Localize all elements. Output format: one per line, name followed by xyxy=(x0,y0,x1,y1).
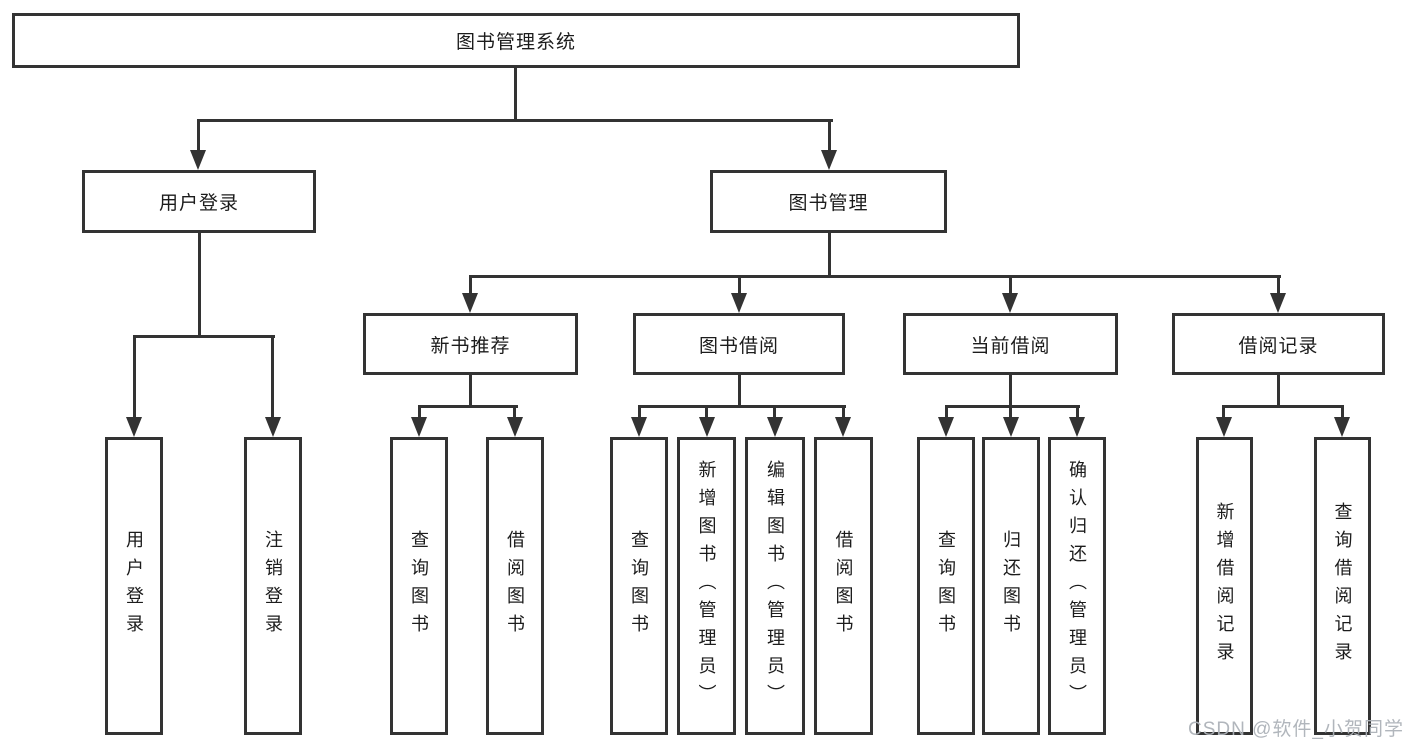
leaf-label: 注销登录 xyxy=(263,530,283,642)
leaf-label: 借阅图书 xyxy=(505,530,525,642)
arrowhead-down-icon xyxy=(411,417,427,437)
connector-line xyxy=(1222,405,1225,419)
arrowhead-down-icon xyxy=(507,417,523,437)
leaf-query-borrow-record: 查询借阅记录 xyxy=(1314,437,1371,735)
leaf-borrow-books-recommend: 借阅图书 xyxy=(486,437,544,735)
arrowhead-down-icon xyxy=(1069,417,1085,437)
connector-line xyxy=(513,405,516,419)
node-label: 图书借阅 xyxy=(698,335,779,357)
node-label: 图书管理系统 xyxy=(455,32,576,53)
connector-line xyxy=(828,119,831,153)
leaf-label: 归还图书 xyxy=(1001,530,1021,642)
node-label: 新书推荐 xyxy=(430,335,511,357)
connector-line xyxy=(1341,405,1344,419)
connector-line xyxy=(469,375,472,408)
connector-line xyxy=(198,232,201,338)
connector-line xyxy=(1009,375,1012,408)
leaf-logout: 注销登录 xyxy=(244,437,302,735)
connector-line xyxy=(1076,405,1079,419)
connector-line xyxy=(773,405,776,419)
arrowhead-down-icon xyxy=(265,417,281,437)
arrowhead-down-icon xyxy=(631,417,647,437)
arrowhead-down-icon xyxy=(126,417,142,437)
connector-line xyxy=(738,275,741,295)
node-label: 用户登录 xyxy=(158,193,239,214)
node-new-book-recommend: 新书推荐 xyxy=(363,313,578,375)
connector-line xyxy=(1222,405,1344,408)
node-user-login: 用户登录 xyxy=(82,170,316,233)
arrowhead-down-icon xyxy=(1270,293,1286,313)
node-label: 图书管理 xyxy=(788,193,869,214)
leaf-label: 查询图书 xyxy=(409,530,429,642)
arrowhead-down-icon xyxy=(938,417,954,437)
connector-line xyxy=(638,405,641,419)
leaf-return-book: 归还图书 xyxy=(982,437,1040,735)
leaf-user-login: 用户登录 xyxy=(105,437,163,735)
leaf-label: 查询图书 xyxy=(936,530,956,642)
arrowhead-down-icon xyxy=(1334,417,1350,437)
node-library-management-system: 图书管理系统 xyxy=(12,13,1020,68)
connector-line xyxy=(1009,405,1012,419)
node-book-management: 图书管理 xyxy=(710,170,947,233)
connector-line xyxy=(197,119,200,153)
leaf-query-books-current: 查询图书 xyxy=(917,437,975,735)
connector-line xyxy=(738,375,741,408)
node-label: 当前借阅 xyxy=(970,335,1051,357)
arrowhead-down-icon xyxy=(462,293,478,313)
watermark: CSDN @软件_小贺同学 xyxy=(1188,719,1404,740)
leaf-label: 查询借阅记录 xyxy=(1332,502,1353,670)
leaf-label: 确认归还（管理员） xyxy=(1067,460,1087,712)
connector-line xyxy=(945,405,1080,408)
connector-line xyxy=(133,335,136,419)
leaf-label: 查询图书 xyxy=(629,530,649,642)
leaf-label: 新增借阅记录 xyxy=(1214,502,1235,670)
connector-line xyxy=(1277,275,1280,295)
connector-line xyxy=(638,405,846,408)
leaf-label: 编辑图书（管理员） xyxy=(765,460,785,712)
leaf-label: 借阅图书 xyxy=(833,530,854,642)
arrowhead-down-icon xyxy=(190,150,206,170)
arrowhead-down-icon xyxy=(1003,417,1019,437)
connector-line xyxy=(197,119,833,122)
connector-line xyxy=(1277,375,1280,408)
arrowhead-down-icon xyxy=(821,150,837,170)
connector-line xyxy=(705,405,708,419)
arrowhead-down-icon xyxy=(767,417,783,437)
leaf-query-books-borrowing: 查询图书 xyxy=(610,437,668,735)
connector-line xyxy=(469,275,1281,278)
node-label: 借阅记录 xyxy=(1238,335,1319,357)
connector-line xyxy=(1009,275,1012,295)
arrowhead-down-icon xyxy=(1216,417,1232,437)
leaf-add-borrow-record: 新增借阅记录 xyxy=(1196,437,1253,735)
arrowhead-down-icon xyxy=(699,417,715,437)
connector-line xyxy=(469,275,472,295)
leaf-label: 用户登录 xyxy=(124,530,144,642)
node-book-borrowing: 图书借阅 xyxy=(633,313,845,375)
leaf-edit-book-admin: 编辑图书（管理员） xyxy=(745,437,805,735)
connector-line xyxy=(271,335,274,419)
leaf-add-book-admin: 新增图书（管理员） xyxy=(677,437,736,735)
connector-line xyxy=(842,405,845,419)
connector-line xyxy=(828,233,831,278)
leaf-query-books-recommend: 查询图书 xyxy=(390,437,448,735)
arrowhead-down-icon xyxy=(731,293,747,313)
arrowhead-down-icon xyxy=(835,417,851,437)
node-current-borrowing: 当前借阅 xyxy=(903,313,1118,375)
node-borrowing-records: 借阅记录 xyxy=(1172,313,1385,375)
leaf-borrow-books-borrowing: 借阅图书 xyxy=(814,437,873,735)
connector-line xyxy=(133,335,275,338)
connector-line xyxy=(418,405,421,419)
connector-line xyxy=(945,405,948,419)
connector-line xyxy=(418,405,518,408)
connector-line xyxy=(514,68,517,122)
leaf-label: 新增图书（管理员） xyxy=(696,460,717,712)
leaf-confirm-return-admin: 确认归还（管理员） xyxy=(1048,437,1106,735)
arrowhead-down-icon xyxy=(1002,293,1018,313)
